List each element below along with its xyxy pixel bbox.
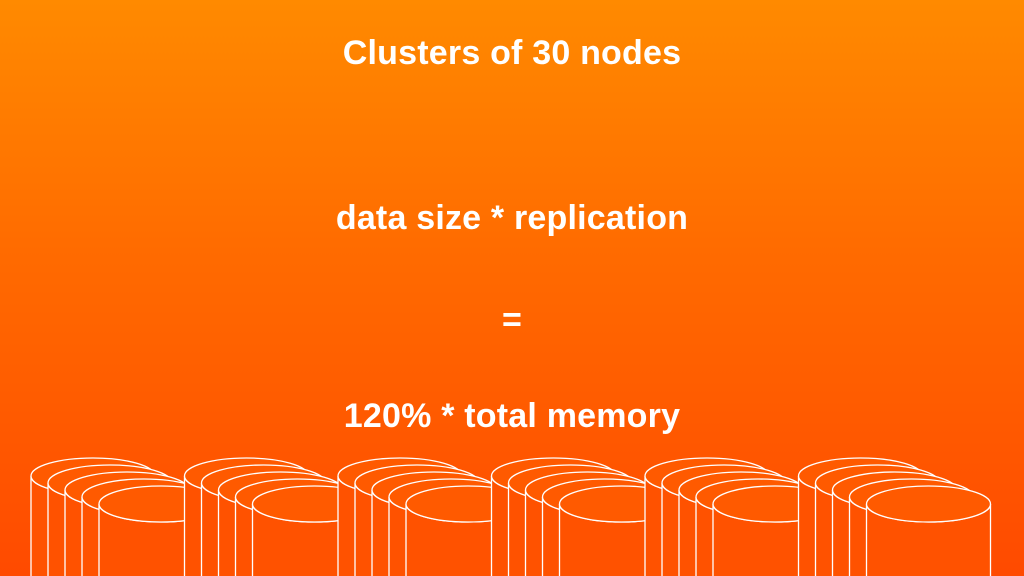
cluster-group: [30, 457, 224, 576]
formula-line-1: data size * replication: [335, 199, 689, 237]
cluster-group: [797, 457, 992, 576]
database-cylinder-icon: [865, 485, 992, 576]
formula-equals: =: [501, 301, 523, 339]
slide-title: Clusters of 30 nodes: [342, 34, 682, 72]
formula-line-3: 120% * total memory: [343, 397, 681, 435]
